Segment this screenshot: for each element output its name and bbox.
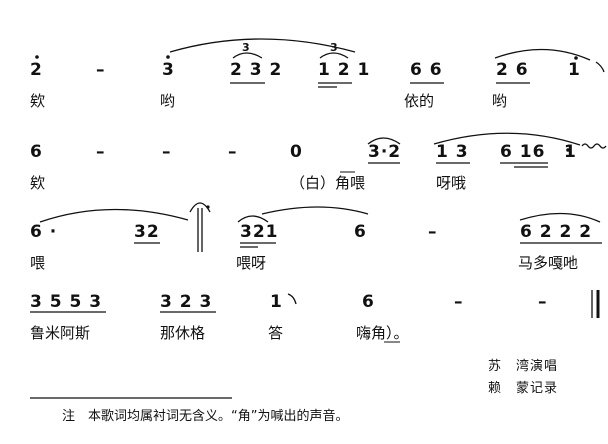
note: 1 [568,60,581,80]
lyric: 马多嘎吔 [518,254,579,272]
dash: – [538,292,548,312]
note-group: 321 [240,222,279,242]
lyric: 喂呀 [236,254,267,272]
dash: – [96,142,106,162]
grace-note: 3 [330,41,338,54]
lyric: 欸 [30,174,46,192]
note-group: 1 2 1 [318,60,371,80]
lyric: 呀哦 [436,174,467,192]
lyric: 嗨角）。 [356,324,409,342]
lyric: 哟 [492,92,508,110]
lyric: 答 [268,324,284,342]
note-group: 6 6 [410,60,443,80]
lyric: 喂 [30,254,46,272]
note-group: 3 5 5 3 [30,292,103,312]
slur [519,212,601,223]
dash: – [428,222,438,242]
dash: – [162,142,172,162]
dash: – [454,292,464,312]
slur [319,52,349,59]
lyric: 那休格 [160,324,206,342]
breath-mark [595,61,605,73]
slur [367,137,401,145]
note-group: 6 2 2 2 [520,222,593,242]
slur [237,215,269,223]
note: 6 · [30,222,58,242]
footnote: 注 本歌词均属衬词无含义。“角”为喊出的声音。 [62,409,349,424]
note-group: 3·2 [368,142,402,162]
lyric: 鲁米阿斯 [30,324,91,342]
singer-credit: 苏 湾演唱 [488,359,559,374]
slur [494,48,591,61]
slur [39,208,189,223]
slur [232,52,263,59]
rest: 0 [290,142,303,162]
recorder-credit: 赖 蒙记录 [488,381,559,396]
note: 6 [354,222,367,242]
dash: – [228,142,238,162]
lyric: （白）角喂 [290,174,366,192]
note: 6 [362,292,375,312]
grace-note: 3 [242,41,250,54]
slur [433,132,581,146]
trill-mark [581,143,607,149]
fermata [189,202,211,213]
note-group: 1 3 [436,142,469,162]
note-group: 3 2 3 [160,292,213,312]
note-group: 6 16 [500,142,546,162]
slur [169,38,356,53]
dash: – [96,60,106,80]
note: 2 [30,60,43,80]
note-group: 2 6 [496,60,529,80]
note: 3 [162,60,175,80]
note-group: 32 [134,222,160,242]
lyric: 哟 [160,92,176,110]
note: 6 [30,142,43,162]
lyric: 欸 [30,92,46,110]
breath-mark [287,293,297,305]
slur [261,206,369,215]
note-group: 2 3 2 [230,60,283,80]
note: 1 [564,142,577,162]
lyric: 依的 [404,92,435,110]
note: 1 [270,292,283,312]
